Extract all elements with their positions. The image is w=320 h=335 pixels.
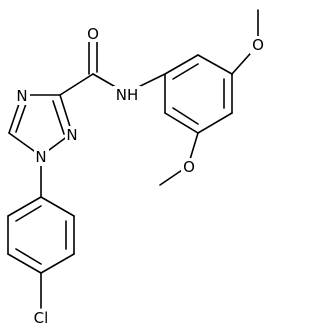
bond-cp4-cp5-inner xyxy=(15,248,42,265)
carbonyl-oxygen-label: O xyxy=(87,25,99,43)
bond-cp4-cp5 xyxy=(7,253,42,274)
bond-ar5-ar6-inner xyxy=(172,107,199,125)
methoxy-bottom-oxygen-label: O xyxy=(183,158,195,176)
methoxy-top-oxygen-label: O xyxy=(252,36,264,54)
atom-labels: O NH N N N O O Cl xyxy=(15,24,266,327)
bond-ar2-ar3 xyxy=(197,54,233,75)
triazole-n2-label: N xyxy=(66,126,77,144)
bond-ar5-ar6 xyxy=(164,112,199,134)
bond-ar1-ar2 xyxy=(164,54,199,75)
bond-ar1-ar2-inner xyxy=(172,63,199,80)
chlorine-label: Cl xyxy=(34,309,49,327)
bond-c3-n2-double xyxy=(52,100,65,135)
bond-c3-carbonyl xyxy=(59,73,94,96)
bond-cp1-cp2 xyxy=(40,196,75,217)
bond-ar4-ar5 xyxy=(197,112,233,134)
triazole-n1-label: N xyxy=(35,148,46,166)
bond-cp6-cp1-inner xyxy=(15,205,42,222)
bond-c5-n4-double xyxy=(15,100,28,133)
molecule-structure: O NH N N N O O Cl xyxy=(7,9,266,327)
amide-nh-label: NH xyxy=(116,86,139,104)
bond-cp3-cp4 xyxy=(40,253,75,274)
bond-cp6-cp1 xyxy=(7,196,42,217)
triazole-n4-label: N xyxy=(16,87,27,105)
